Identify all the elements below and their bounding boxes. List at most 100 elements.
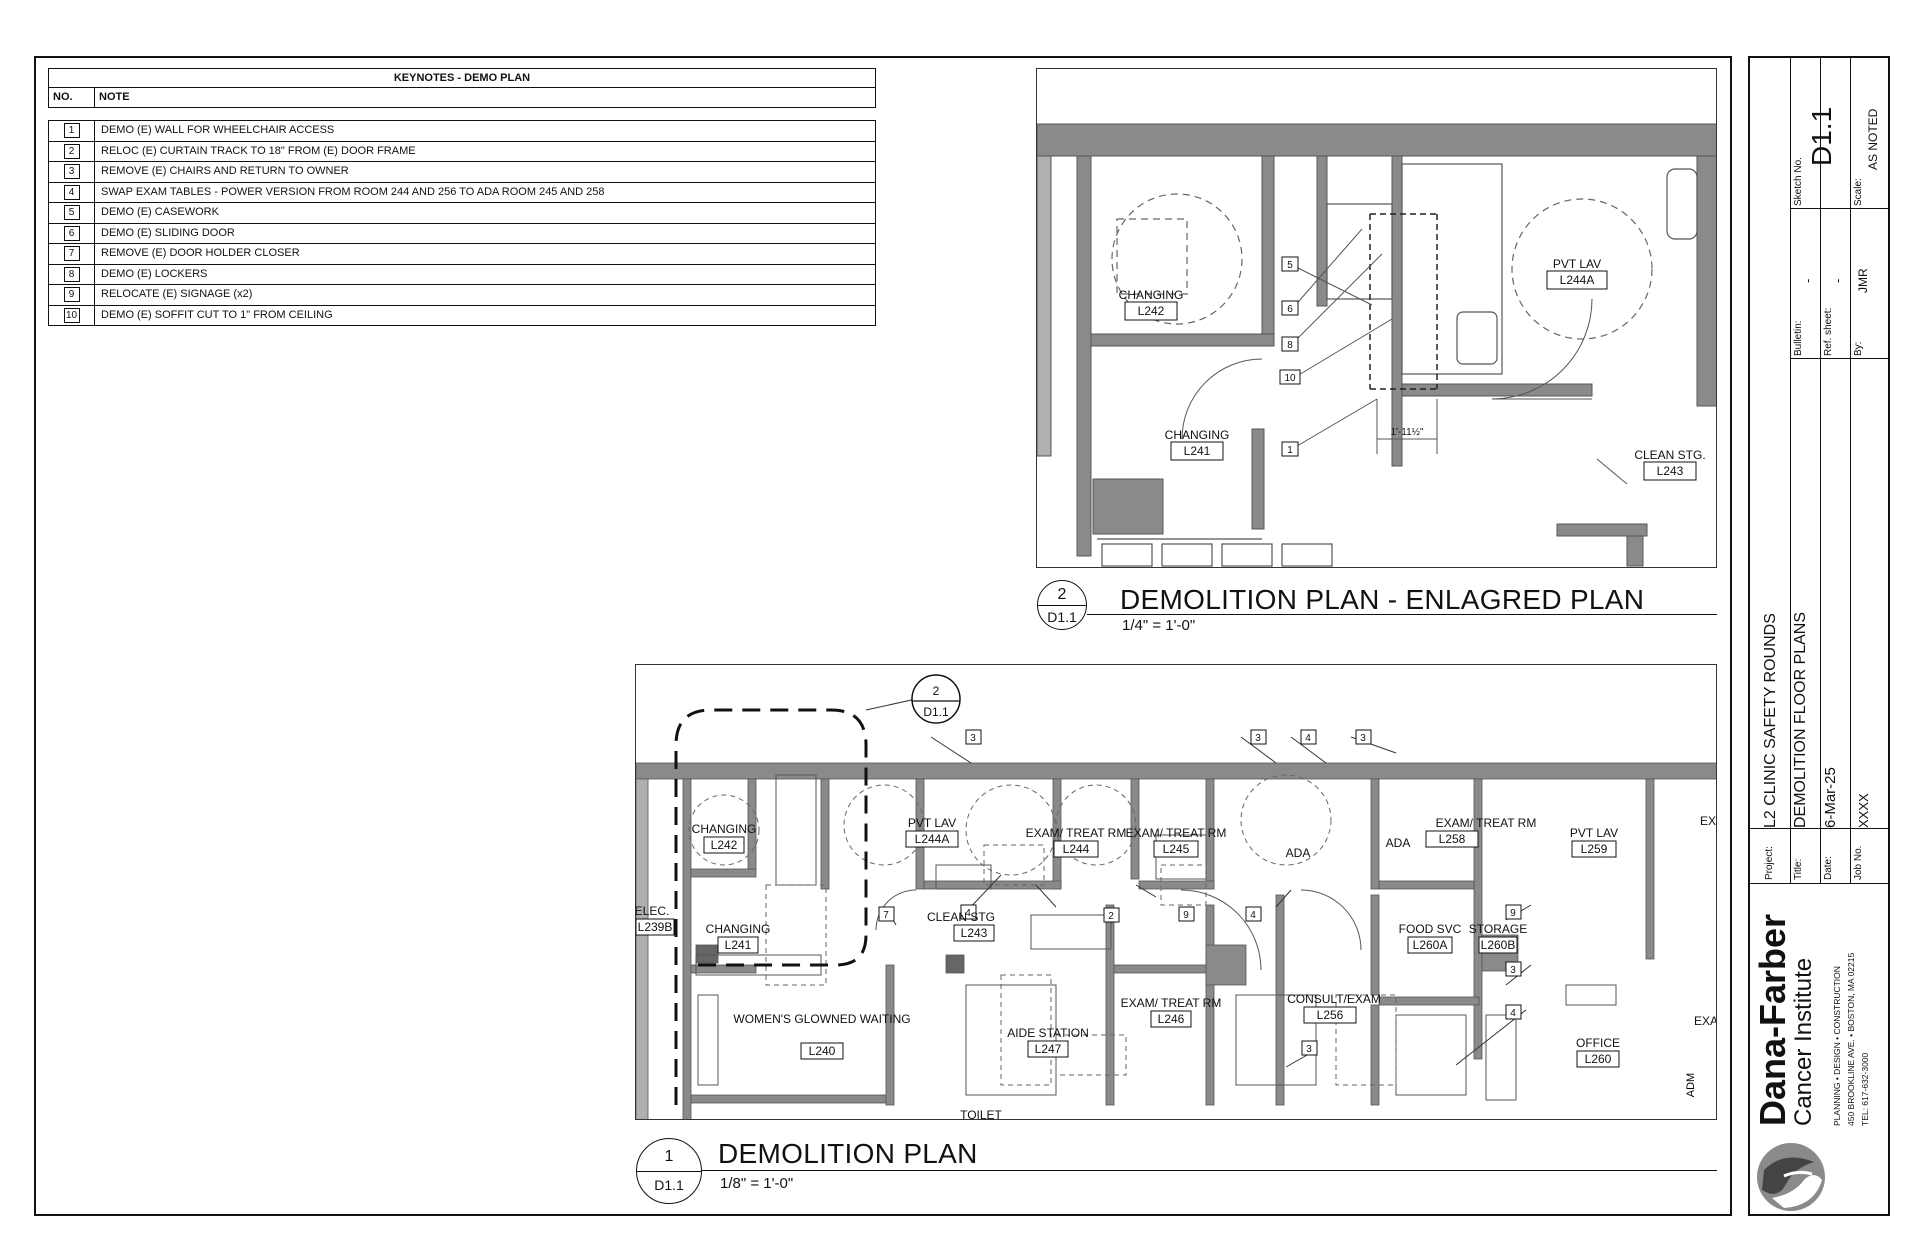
room-name: EXA [1694,1014,1717,1028]
demo-callout-sheet: D1.1 [923,705,949,719]
demo-tag: 7 [883,910,889,921]
keynote-number: 1 [63,123,80,139]
demo-tag: 9 [1183,910,1189,921]
room-name: ELEC. [636,904,669,918]
demo-tag: 4 [1510,1008,1516,1019]
room-number: L240 [809,1044,836,1058]
enlarged-plan-title: DEMOLITION PLAN - ENLAGRED PLAN [1120,584,1645,615]
enlarged-room-name: PVT LAV [1553,257,1601,271]
tb-divider [1750,828,1890,829]
job-label: Job No. [1853,845,1864,880]
room-name: FOOD SVC [1399,922,1462,936]
ref-sheet-value: - [1830,278,1845,283]
room-name: TOILET [960,1108,1002,1120]
demolition-plan-svg: 3 3 4 3 2 4 7 9 4 9 3 3 4 2 D1.1 CHANGIN… [636,674,1717,1120]
sketch-number: D1.1 [1806,106,1837,166]
room-name: PVT LAV [908,816,956,830]
room-name: CHANGING [692,822,757,836]
room-name: EX [1700,814,1716,828]
enlarged-bubble-number: 2 [1057,586,1067,603]
enlarged-plan-scale: 1/4" = 1'-0" [1122,617,1196,634]
keynote-number: 2 [63,143,80,159]
room-number: L239B [638,920,673,934]
title-block: Project: L2 CLINIC SAFETY ROUNDS Title: … [1748,56,1890,1216]
room-name: CONSULT/EXAM [1287,992,1381,1006]
room-name: ADA [1386,836,1411,850]
keynote-text: RELOCATE (E) SIGNAGE (x2) [101,288,253,300]
room-number: L260B [1481,938,1516,952]
keynote-text: REMOVE (E) CHAIRS AND RETURN TO OWNER [101,165,349,177]
room-number: L244 [1063,842,1090,856]
keynote-row: 1 DEMO (E) WALL FOR WHEELCHAIR ACCESS [49,121,875,142]
demo-tag: 4 [1250,910,1256,921]
keynote-text: DEMO (E) WALL FOR WHEELCHAIR ACCESS [101,124,335,136]
enlarged-room-num: L242 [1138,304,1165,318]
keynote-text: DEMO (E) CASEWORK [101,206,219,218]
keynote-row: 9 RELOCATE (E) SIGNAGE (x2) [49,285,875,306]
keynote-number-cell: 3 [49,162,95,182]
room-number: L242 [711,838,738,852]
keynote-text: DEMO (E) LOCKERS [101,267,208,280]
room-number: L259 [1581,842,1608,856]
project-label: Project: [1764,846,1775,880]
scale-label: Scale: [1853,178,1864,206]
enlarged-bubble-sheet: D1.1 [1047,609,1077,625]
demo-bubble-number: 1 [664,1148,674,1165]
org-line-3: TEL: 617-632-3000 [1860,1052,1870,1126]
keynote-row: 5 DEMO (E) CASEWORK [49,203,875,224]
enlarged-tag-10: 10 [1284,373,1296,384]
demolition-plan-scale: 1/8" = 1'-0" [720,1175,794,1192]
demo-tag: 2 [1108,911,1114,922]
enlarged-dimension: 1'-11½" [1390,427,1424,438]
demo-tag: 9 [1510,908,1516,919]
keynote-number: 5 [63,205,80,221]
bulletin-value: - [1800,278,1815,283]
enlarged-room-name: CHANGING [1165,428,1230,442]
demo-tag: 3 [970,733,976,744]
room-name: EXAM/ TREAT RM [1026,826,1127,840]
scale-value: AS NOTED [1866,108,1880,170]
demo-tag: 3 [1255,733,1261,744]
room-name: EXAM/ TREAT RM [1126,826,1227,840]
keynote-number-cell: 9 [49,285,95,305]
demo-tag: 3 [1306,1044,1312,1055]
room-name: WOMEN'S GLOWNED WAITING [733,1012,910,1026]
keynote-number: 7 [63,246,80,262]
room-name: ADM [1685,1073,1697,1097]
room-name: STORAGE [1469,922,1527,936]
org-name: Dana-Farber [1752,913,1793,1126]
room-name: ADA [1286,846,1311,860]
room-name: CLEAN STG [927,910,995,924]
room-name: CHANGING [706,922,771,936]
tb-divider [1850,58,1851,883]
ref-sheet-label: Ref. sheet: [1823,307,1834,356]
keynote-text: SWAP EXAM TABLES - POWER VERSION FROM RO… [101,185,605,198]
keynote-number: 3 [63,164,80,180]
enlarged-tag-5: 5 [1287,260,1293,271]
enlarged-room-num: L244A [1560,273,1595,287]
room-name: AIDE STATION [1007,1026,1089,1040]
keynote-text: DEMO (E) SLIDING DOOR [101,226,235,239]
room-name: EXAM/ TREAT RM [1436,816,1537,830]
bubble-divider [637,1171,701,1172]
demolition-plan-bubble: 1 D1.1 [636,1138,702,1204]
demo-tag: 3 [1510,965,1516,976]
keynotes-col-no: NO. [49,88,95,107]
keynote-number-cell: 2 [49,141,95,161]
demo-bubble-sheet: D1.1 [654,1177,684,1193]
keynote-number-cell: 8 [49,264,95,284]
keynote-row: 8 DEMO (E) LOCKERS [49,264,875,285]
org-subtitle: Cancer Institute [1790,957,1817,1126]
enlarged-room-name: CHANGING [1119,288,1184,302]
demo-title-rule [702,1170,1717,1171]
enlarged-room-name: CLEAN STG. [1634,448,1705,462]
demo-tag: 3 [1360,733,1366,744]
tb-divider [1820,58,1821,883]
room-name: PVT LAV [1570,826,1618,840]
date-label: Date: [1823,856,1834,880]
